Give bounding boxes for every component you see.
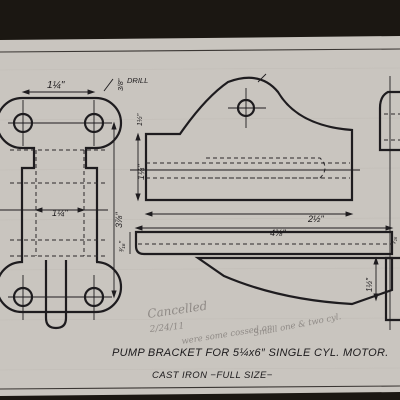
drill-note: DRILL	[127, 76, 148, 85]
side-dimensions	[129, 73, 394, 302]
border-top	[0, 48, 400, 53]
side-view	[134, 76, 394, 306]
drill-size: 3/8"	[118, 78, 125, 91]
dim-right-edge: ¹⁄₁₆	[392, 236, 398, 244]
drawing-title: PUMP BRACKET FOR 5¼x6″ SINGLE CYL. MOTOR…	[112, 347, 389, 359]
end-view-partial	[378, 90, 400, 322]
border-bottom	[0, 385, 400, 390]
dim-base-length: 4⅜"	[270, 228, 287, 238]
pencil-date: 2/24/11	[148, 321, 185, 335]
side-hidden-lines	[138, 157, 392, 245]
dim-side-width: 2½"	[307, 214, 325, 224]
front-hidden-lines	[10, 149, 108, 257]
front-dimensions	[0, 78, 117, 299]
end-view-hidden	[384, 113, 400, 141]
dim-base-thick: ³⁄₁₆"	[119, 240, 126, 252]
dim-side-height: 1¼"	[136, 163, 146, 180]
dim-top-width: 1¼"	[47, 79, 65, 91]
dim-front-height: 3⅞"	[114, 211, 124, 228]
dim-bottom-right: 1½"	[365, 277, 374, 292]
front-centerlines	[8, 100, 112, 320]
paper-sheet	[0, 36, 400, 396]
side-centerlines	[130, 88, 360, 171]
dim-mid-width: 1¼"	[52, 208, 69, 218]
dim-side-short: 1½"	[136, 113, 144, 126]
drawing-subtitle: CAST IRON −FULL SIZE−	[152, 370, 273, 381]
